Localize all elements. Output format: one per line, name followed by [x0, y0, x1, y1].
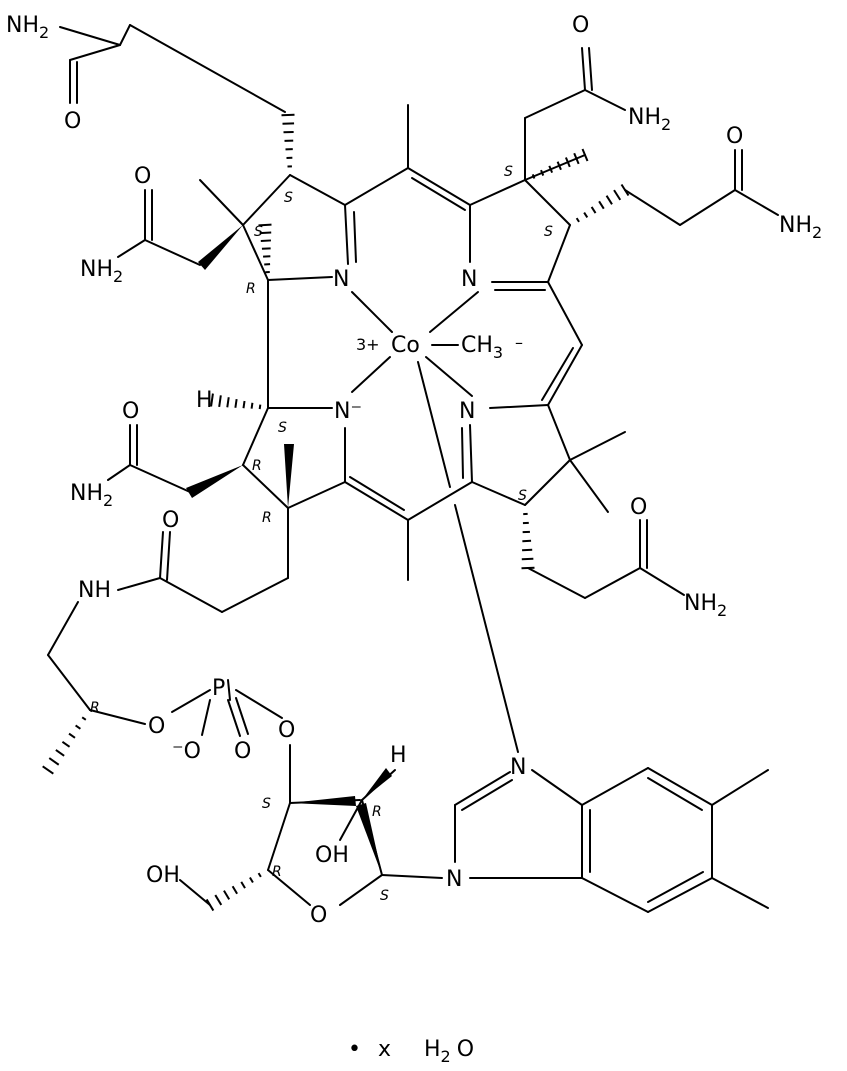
label-nh2-top-left: NH2	[6, 13, 49, 42]
stereo-r: R	[262, 510, 272, 526]
stereo-descriptors: S S R S S S R R S R S R R S	[90, 164, 553, 904]
hash-stroke	[556, 161, 562, 171]
stereo-s: S	[544, 224, 553, 240]
hash-stroke	[575, 217, 580, 223]
hash-stroke	[68, 732, 76, 739]
stereo-r: R	[246, 281, 256, 297]
label-oh: OH	[315, 843, 349, 868]
label-oh: OH	[146, 863, 180, 888]
hash-stroke	[521, 557, 534, 561]
label-n: N	[459, 399, 475, 424]
stereo-s: S	[518, 488, 527, 504]
hash-stroke	[260, 239, 271, 242]
hash-stroke	[590, 206, 597, 214]
hash-stroke	[531, 173, 536, 179]
hash-stroke	[258, 404, 262, 410]
label-o: O	[134, 164, 151, 189]
label-o: O	[630, 495, 647, 520]
hash-stroke	[521, 566, 535, 570]
hash-stroke	[258, 223, 272, 227]
label-n: N	[461, 267, 477, 292]
footer-x: x	[378, 1037, 391, 1062]
stereo-s: S	[262, 796, 271, 812]
label-o: O	[148, 714, 165, 739]
label-o: O	[310, 903, 327, 928]
label-h: H	[390, 743, 407, 768]
label-o: O	[234, 739, 251, 764]
hash-stroke	[598, 200, 605, 210]
label-nh2: NH2	[684, 591, 727, 620]
hash-stroke	[223, 890, 231, 900]
stereo-s: S	[278, 420, 287, 436]
hash-stroke	[548, 165, 554, 174]
hash-stroke	[581, 148, 589, 162]
hash-stroke	[75, 724, 81, 730]
hash-stroke	[210, 393, 214, 407]
hash-stroke	[55, 749, 65, 757]
stereo-s: S	[254, 224, 263, 240]
label-n: N	[333, 267, 349, 292]
hash-stroke	[605, 195, 613, 205]
label-co-charge: 3+	[356, 335, 380, 354]
label-o: O	[64, 109, 81, 134]
hash-stroke	[573, 152, 580, 165]
label-nh: NH	[78, 578, 111, 603]
label-o: O	[122, 399, 139, 424]
hash-stroke	[249, 876, 254, 884]
hash-stroke	[257, 872, 262, 878]
label-nh2: NH2	[70, 481, 113, 510]
hash-stroke	[259, 231, 272, 235]
hash-stroke	[42, 765, 54, 775]
label-o-minus: ⁻O	[172, 739, 201, 764]
stereo-r: R	[372, 804, 382, 820]
hash-stroke	[214, 894, 223, 906]
hash-stroke	[226, 397, 230, 408]
label-o: O	[572, 13, 589, 38]
label-nh2: NH2	[628, 105, 671, 134]
hash-stroke	[583, 211, 589, 219]
hash-stroke	[234, 398, 238, 408]
hash-stroke	[205, 898, 215, 912]
stereo-s: S	[504, 164, 513, 180]
stereo-r: R	[252, 458, 262, 474]
hash-stroke	[242, 400, 246, 409]
label-o: O	[726, 124, 743, 149]
hash-stroke	[613, 189, 622, 201]
label-o: O	[162, 508, 179, 533]
footer-dot: •	[348, 1037, 361, 1062]
label-methyl: CH3	[461, 333, 503, 362]
hash-stroke	[240, 881, 246, 889]
hash-stroke	[81, 716, 87, 721]
hash-stroke	[540, 169, 545, 176]
hash-stroke	[620, 183, 630, 197]
hash-stroke	[564, 157, 571, 168]
label-cobalt: Co	[391, 333, 420, 358]
hash-stroke	[48, 757, 60, 766]
atom-labels: NH2 O O NH2 N N N⁻ N 3+ Co CH3 – O NH2 O…	[6, 13, 822, 928]
hashed-bonds	[42, 113, 630, 912]
label-nh2: NH2	[80, 257, 123, 286]
hash-stroke	[61, 740, 71, 748]
bond-lines	[47, 24, 779, 913]
hash-stroke	[231, 885, 238, 895]
stereo-r: R	[272, 864, 282, 880]
label-methyl-charge: –	[515, 333, 523, 352]
stereo-s: S	[380, 888, 389, 904]
hash-stroke	[218, 395, 222, 408]
label-o: O	[278, 718, 295, 743]
label-phosphorus: P	[212, 676, 225, 701]
label-n: N	[446, 867, 462, 892]
label-nh2: NH2	[779, 213, 822, 242]
label-h: H	[196, 388, 213, 413]
stereo-r: R	[90, 700, 100, 716]
wedge-bonds	[186, 225, 392, 875]
hash-stroke	[250, 402, 254, 409]
label-n: N	[510, 755, 526, 780]
label-n-minus: N⁻	[334, 399, 362, 424]
stereo-s: S	[284, 190, 293, 206]
